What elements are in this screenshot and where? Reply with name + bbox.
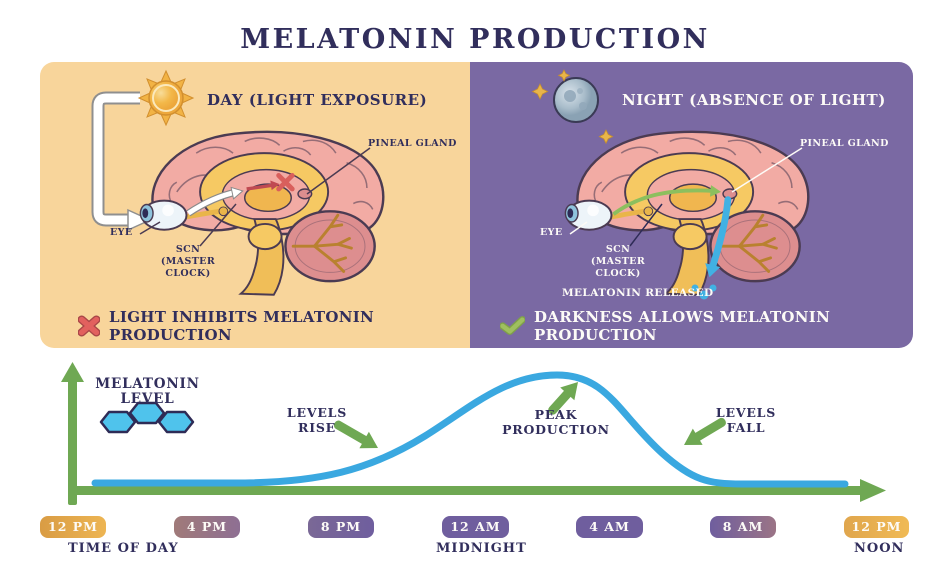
time-pill-12pm: 12 PM [40, 516, 106, 538]
night-panel: NIGHT (ABSENCE OF LIGHT) PINEAL GLAND EY… [470, 62, 913, 348]
x-axis-arrow [68, 479, 886, 502]
day-illustration [91, 69, 470, 348]
fall-arrow-icon [684, 417, 726, 445]
star-icons [531, 69, 614, 145]
brain-illustration-day [140, 132, 383, 295]
night-illustration [531, 69, 913, 300]
night-caption-text: DARKNESS ALLOWS MELATONIN PRODUCTION [534, 308, 831, 344]
melatonin-dots-icon [691, 284, 717, 300]
pineal-gland-label: PINEAL GLAND [800, 138, 889, 149]
melatonin-flow-arrow [708, 196, 732, 271]
y-axis-arrow [61, 362, 84, 505]
melatonin-released-label: MELATONIN RELEASED [562, 287, 714, 299]
day-caption: LIGHT INHIBITS MELATONIN PRODUCTION [78, 308, 470, 344]
day-caption-text: LIGHT INHIBITS MELATONIN PRODUCTION [109, 308, 375, 344]
time-pill-12pm-noon: 12 PM [844, 516, 909, 538]
night-caption: DARKNESS ALLOWS MELATONIN PRODUCTION [500, 308, 913, 344]
time-pill-4am: 4 AM [576, 516, 643, 538]
melatonin-curve [91, 371, 849, 488]
moon-icon [553, 77, 599, 123]
pineal-gland-label: PINEAL GLAND [368, 138, 457, 149]
day-panel-title: DAY (LIGHT EXPOSURE) [207, 91, 428, 109]
x-axis-title: TIME OF DAY [68, 541, 179, 556]
night-panel-title: NIGHT (ABSENCE OF LIGHT) [622, 91, 886, 109]
peak-arrow-icon [548, 382, 578, 415]
light-path-arrow-icon [91, 91, 152, 232]
eye-label: EYE [540, 227, 563, 238]
pointer-lines [139, 147, 371, 247]
brain-illustration-night [565, 132, 808, 295]
rise-arrow-icon [333, 420, 378, 449]
cross-icon [78, 315, 101, 337]
midnight-caption: MIDNIGHT [436, 541, 527, 556]
time-pill-4pm: 4 PM [174, 516, 240, 538]
noon-caption: NOON [854, 541, 905, 556]
melatonin-chart [61, 362, 886, 505]
melatonin-molecules-icon [99, 401, 195, 434]
inhibit-cross-icon [276, 172, 295, 192]
day-panel: DAY (LIGHT EXPOSURE) PINEAL GLAND EYE SC… [40, 62, 470, 348]
sun-icon [137, 69, 195, 127]
check-icon [500, 316, 525, 335]
page-title: MELATONIN PRODUCTION [240, 24, 710, 55]
time-pill-8am: 8 AM [710, 516, 776, 538]
time-pill-12am: 12 AM [442, 516, 509, 538]
time-pill-8pm: 8 PM [308, 516, 374, 538]
pointer-lines [569, 147, 803, 235]
eye-label: EYE [110, 227, 133, 238]
